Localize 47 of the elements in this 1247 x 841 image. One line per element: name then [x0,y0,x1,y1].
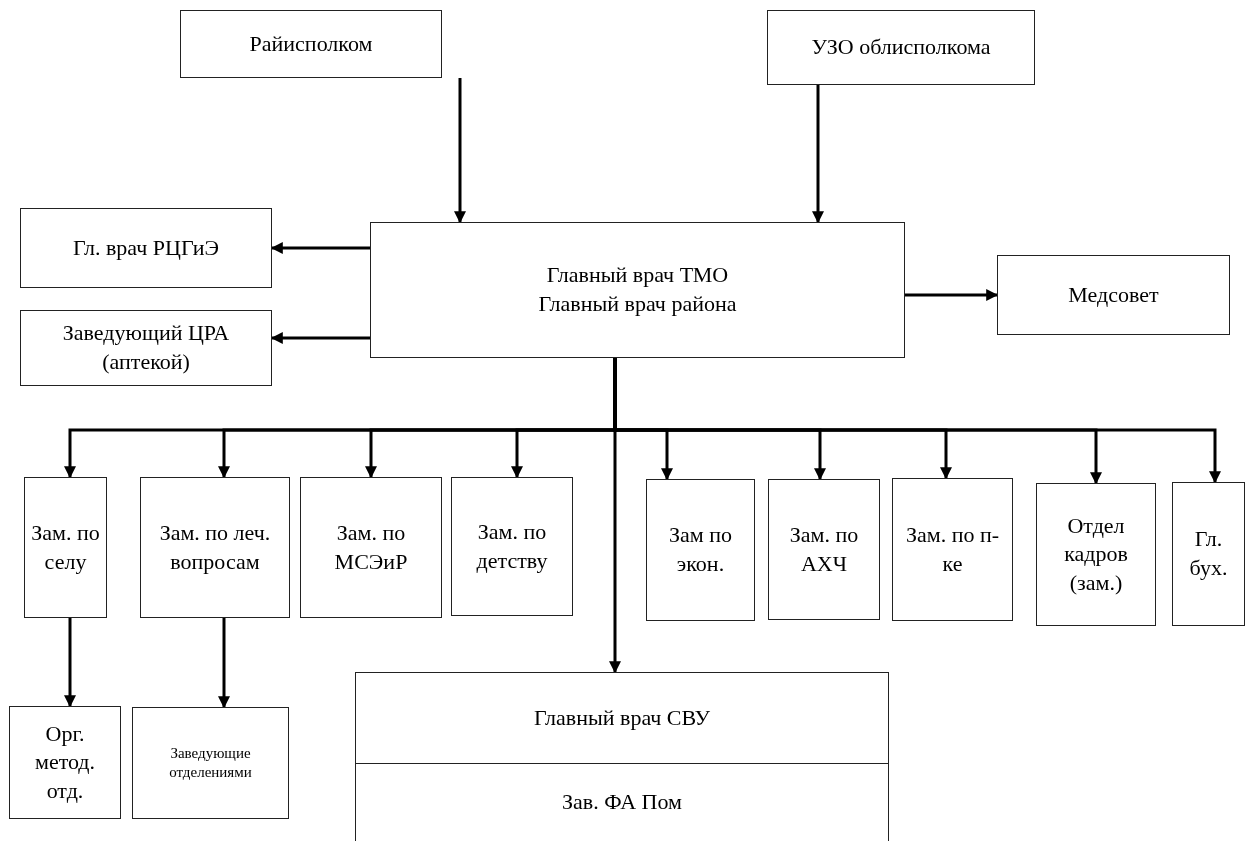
box-label: Заведующие отделениями [168,743,253,782]
arrow [609,358,621,674]
org-box [300,477,442,618]
box-label: Главный врач СВУ [534,703,710,732]
org-box [355,763,889,841]
org-box [180,10,442,78]
box-label: УЗО облисполкома [811,33,991,62]
org-box [997,255,1230,335]
org-box [9,706,121,819]
box-label: Гл. бух. [1188,525,1229,582]
box-label: Главный врач ТМО [546,261,729,290]
box-label: Зам. по селу [30,518,101,576]
box-label: Зав. ФА Пом [562,788,682,817]
box-label: Гл. врач РЦГиЭ [72,233,220,262]
org-box [24,477,107,618]
box-label: Главный врач района [538,290,737,318]
box-label: Зам по экон. [668,521,733,578]
org-box [892,478,1013,621]
arrow [905,289,999,301]
box-label: Зам. по детству [475,517,549,575]
arrow [64,618,76,708]
box-label: Зам. по АХЧ [788,520,860,578]
arrow [812,85,824,224]
org-box [370,222,905,358]
arrow [270,332,370,344]
org-box [646,479,755,621]
arrow [270,242,370,254]
org-box [140,477,290,618]
org-box [355,672,889,764]
arrow [218,618,230,709]
org-box [132,707,289,819]
box-label: Орг. метод. отд. [33,719,97,805]
org-box [20,208,272,288]
org-box [20,310,272,386]
box-label: Райисполком [249,29,373,58]
box-label: Медсовет [1068,280,1159,309]
box-label: Заведующий ЦРА (аптекой) [61,319,231,376]
org-box [451,477,573,616]
arrow [454,78,466,224]
org-box [768,479,880,620]
org-box [1172,482,1245,626]
box-label: Отдел кадров (зам.) [1063,511,1129,597]
org-box [767,10,1035,85]
box-label: Зам. по леч. вопросам [158,518,272,576]
box-label: Зам. по п-ке [904,520,1001,578]
box-label: Зам. по МСЭиР [333,518,409,576]
org-box [1036,483,1156,626]
